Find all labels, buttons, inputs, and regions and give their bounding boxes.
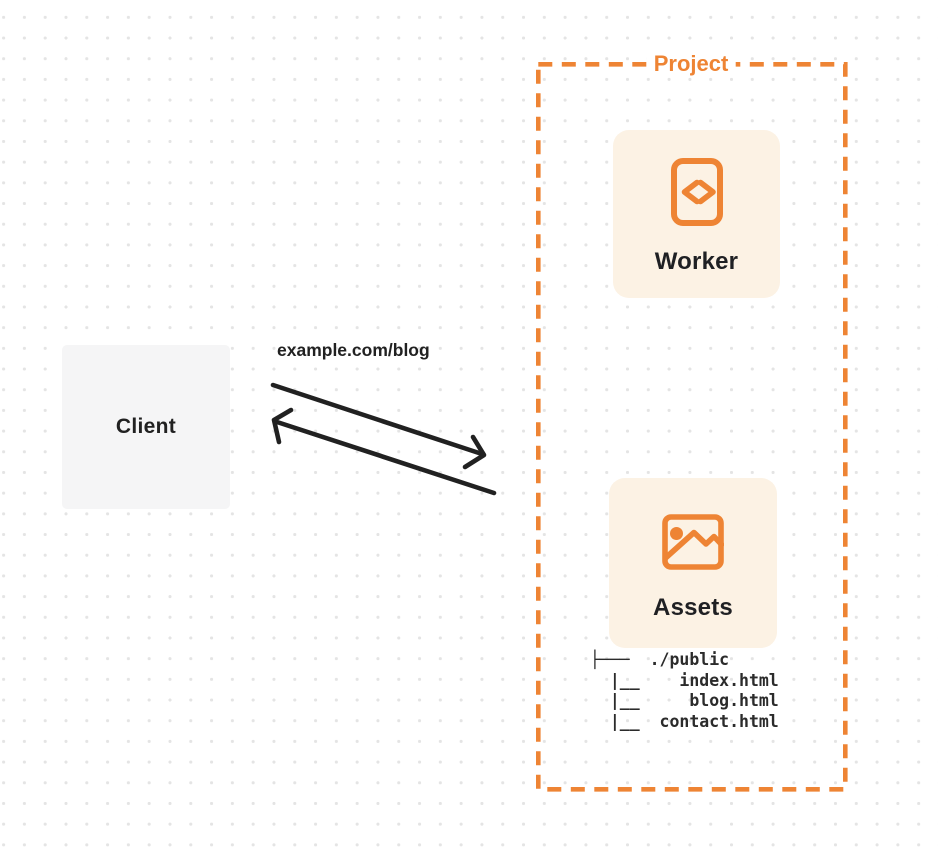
file-tree-line-blog: |__ blog.html — [590, 691, 779, 710]
file-tree: ├─── ./public |__ index.html |__ blog.ht… — [590, 650, 779, 732]
file-tree-line-public: ├─── ./public — [590, 650, 730, 669]
client-label: Client — [115, 415, 177, 438]
request-arrow-line — [270, 382, 485, 457]
image-icon — [662, 514, 724, 570]
worker-label: Worker — [654, 248, 739, 275]
client-box: Client — [62, 345, 230, 509]
request-arrowhead-icon — [462, 434, 487, 470]
request-url-label: example.com/blog — [277, 340, 430, 360]
worker-card: Worker — [613, 130, 780, 298]
assets-card: Assets — [609, 478, 777, 648]
file-tree-line-contact: |__ contact.html — [590, 711, 779, 731]
file-tree-line-index: |__ index.html — [590, 670, 779, 690]
response-arrow-line — [274, 419, 497, 496]
response-arrowhead-icon — [271, 407, 294, 445]
assets-label: Assets — [653, 594, 733, 621]
project-label: Project — [646, 51, 736, 77]
request-response-arrows — [270, 382, 497, 496]
code-file-icon — [670, 158, 723, 226]
